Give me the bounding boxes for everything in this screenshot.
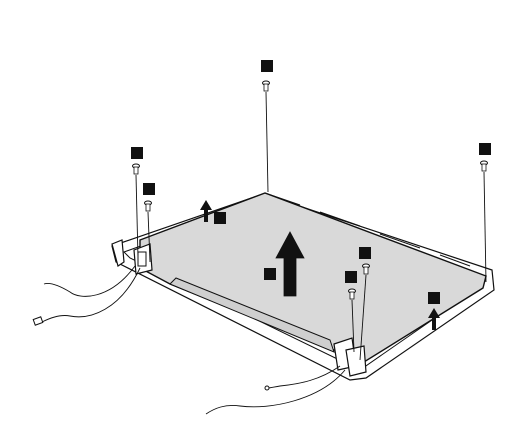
step-badge-2 <box>131 147 143 159</box>
cable-end-right <box>265 386 269 390</box>
step-badge-5 <box>214 212 226 224</box>
step-badge-3 <box>143 183 155 195</box>
screw-3 <box>145 201 152 211</box>
screw-1 <box>263 81 270 91</box>
step-badge-8 <box>345 271 357 283</box>
step-badge-1 <box>261 60 273 72</box>
step-badge-9 <box>428 292 440 304</box>
antenna-cable-right <box>206 366 345 414</box>
step-badge-6 <box>264 268 276 280</box>
screw-2 <box>133 164 140 174</box>
antenna-cable-left <box>42 266 140 322</box>
step-badge-4 <box>479 143 491 155</box>
cable-connector-left <box>33 317 43 325</box>
screw-4 <box>481 161 488 171</box>
step-badge-7 <box>359 247 371 259</box>
